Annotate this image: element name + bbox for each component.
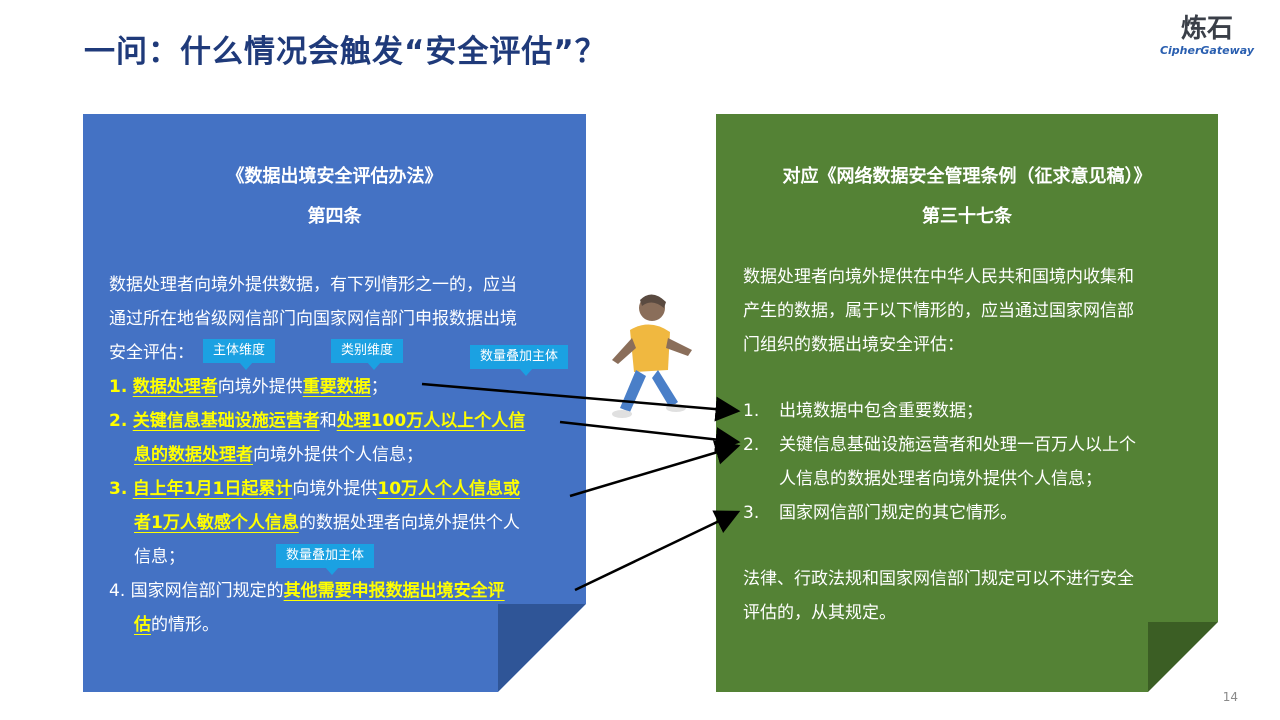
item-text: ； bbox=[370, 377, 388, 397]
page-fold-corner bbox=[498, 604, 586, 692]
item-text: 国家网信部门规定的 bbox=[130, 581, 284, 601]
right-intro-line: 门组织的数据出境安全评估： bbox=[743, 335, 964, 355]
item-text: 人信息的数据处理者向境外提供个人信息； bbox=[779, 469, 1102, 489]
logo-en: CipherGateway bbox=[1159, 44, 1254, 57]
person-illustration bbox=[612, 294, 692, 418]
left-item-2-cont: 息的数据处理者向境外提供个人信息； bbox=[134, 438, 423, 472]
left-item-4: 4. 国家网信部门规定的其他需要申报数据出境安全评 bbox=[109, 574, 505, 608]
left-item-3-cont: 者1万人敏感个人信息的数据处理者向境外提供个人 bbox=[134, 506, 520, 540]
left-panel-subtitle: 第四条 bbox=[307, 206, 362, 227]
item-text: 向境外提供个人信息； bbox=[253, 445, 423, 465]
tag-subject-dimension: 主体维度 bbox=[203, 339, 276, 370]
left-panel: 《数据出境安全评估办法》 第四条 数据处理者向境外提供数据，有下列情形之一的，应… bbox=[83, 114, 586, 692]
item-text: 国家网信部门规定的其它情形。 bbox=[779, 503, 1017, 523]
right-intro-line: 产生的数据，属于以下情形的，应当通过国家网信部 bbox=[743, 301, 1134, 321]
page-title: 一问：什么情况会触发“安全评估”？ bbox=[84, 34, 607, 70]
right-item-2: 2. 关键信息基础设施运营者和处理一百万人以上个 人信息的数据处理者向境外提供个… bbox=[743, 428, 1203, 496]
item-text: 向境外提供 bbox=[292, 479, 378, 499]
right-closing-line: 法律、行政法规和国家网信部门规定可以不进行安全 bbox=[743, 569, 1134, 589]
highlight: 重要数据 bbox=[302, 377, 371, 397]
logo: 炼石 CipherGateway bbox=[1160, 14, 1254, 57]
right-item-3: 3. 国家网信部门规定的其它情形。 bbox=[743, 496, 1203, 530]
item-text: 向境外提供 bbox=[217, 377, 303, 397]
right-panel: 对应《网络数据安全管理条例（征求意见稿）》 第三十七条 数据处理者向境外提供在中… bbox=[716, 114, 1218, 692]
right-panel-subtitle: 第三十七条 bbox=[922, 206, 1012, 227]
tag-category-dimension: 类别维度 bbox=[331, 339, 404, 370]
highlight: 息的数据处理者 bbox=[134, 445, 253, 465]
highlight: 关键信息基础设施运营者 bbox=[132, 411, 320, 431]
item-number: 2. bbox=[743, 435, 760, 455]
highlight: 估 bbox=[134, 615, 151, 635]
left-item-1: 1. 数据处理者向境外提供重要数据； bbox=[109, 370, 388, 404]
item-text: 出境数据中包含重要数据； bbox=[779, 401, 983, 421]
left-intro-line: 数据处理者向境外提供数据，有下列情形之一的，应当 bbox=[109, 275, 517, 295]
left-intro-line: 通过所在地省级网信部门向国家网信部门申报数据出境 bbox=[109, 309, 517, 329]
page-number: 14 bbox=[1222, 690, 1238, 704]
right-intro-line: 数据处理者向境外提供在中华人民共和国境内收集和 bbox=[743, 267, 1134, 287]
highlight: 者1万人敏感个人信息 bbox=[134, 513, 299, 533]
arrow-item3 bbox=[569, 440, 741, 498]
highlight: 数据处理者 bbox=[132, 377, 218, 397]
highlight: 处理100万人以上个人信 bbox=[336, 411, 526, 431]
item-number: 2. bbox=[109, 411, 128, 431]
item-text: 关键信息基础设施运营者和处理一百万人以上个 bbox=[779, 435, 1136, 455]
item-number: 1. bbox=[109, 377, 128, 397]
left-panel-title: 《数据出境安全评估办法》 bbox=[226, 166, 443, 187]
page-fold-corner bbox=[1148, 622, 1218, 692]
highlight: 其他需要申报数据出境安全评 bbox=[283, 581, 505, 601]
left-intro-line: 安全评估： bbox=[109, 343, 194, 363]
highlight: 10万人个人信息或 bbox=[377, 479, 521, 499]
item-text: 的情形。 bbox=[151, 615, 219, 635]
left-item-2: 2. 关键信息基础设施运营者和处理100万人以上个人信 bbox=[109, 404, 525, 438]
arrow-item4 bbox=[574, 510, 741, 592]
left-item-4-cont: 估的情形。 bbox=[134, 608, 219, 642]
item-number: 4. bbox=[109, 581, 126, 601]
right-closing-line: 评估的，从其规定。 bbox=[743, 603, 896, 623]
left-item-3-cont: 信息； bbox=[134, 540, 185, 574]
item-number: 3. bbox=[109, 479, 128, 499]
item-number: 3. bbox=[743, 503, 760, 523]
logo-cn: 炼石 bbox=[1180, 14, 1233, 44]
item-text: 的数据处理者向境外提供个人 bbox=[298, 513, 520, 533]
highlight: 自上年1月1日起累计 bbox=[132, 479, 293, 499]
item-text: 和 bbox=[319, 411, 337, 431]
item-text: 信息； bbox=[134, 547, 185, 567]
tag-quantity-bottom: 数量叠加主体 bbox=[276, 544, 375, 575]
right-item-1: 1. 出境数据中包含重要数据； bbox=[743, 394, 1203, 428]
left-item-3: 3. 自上年1月1日起累计向境外提供10万人个人信息或 bbox=[109, 472, 520, 506]
item-number: 1. bbox=[743, 401, 760, 421]
tag-quantity-top: 数量叠加主体 bbox=[470, 345, 569, 376]
right-panel-title: 对应《网络数据安全管理条例（征求意见稿）》 bbox=[782, 166, 1152, 187]
